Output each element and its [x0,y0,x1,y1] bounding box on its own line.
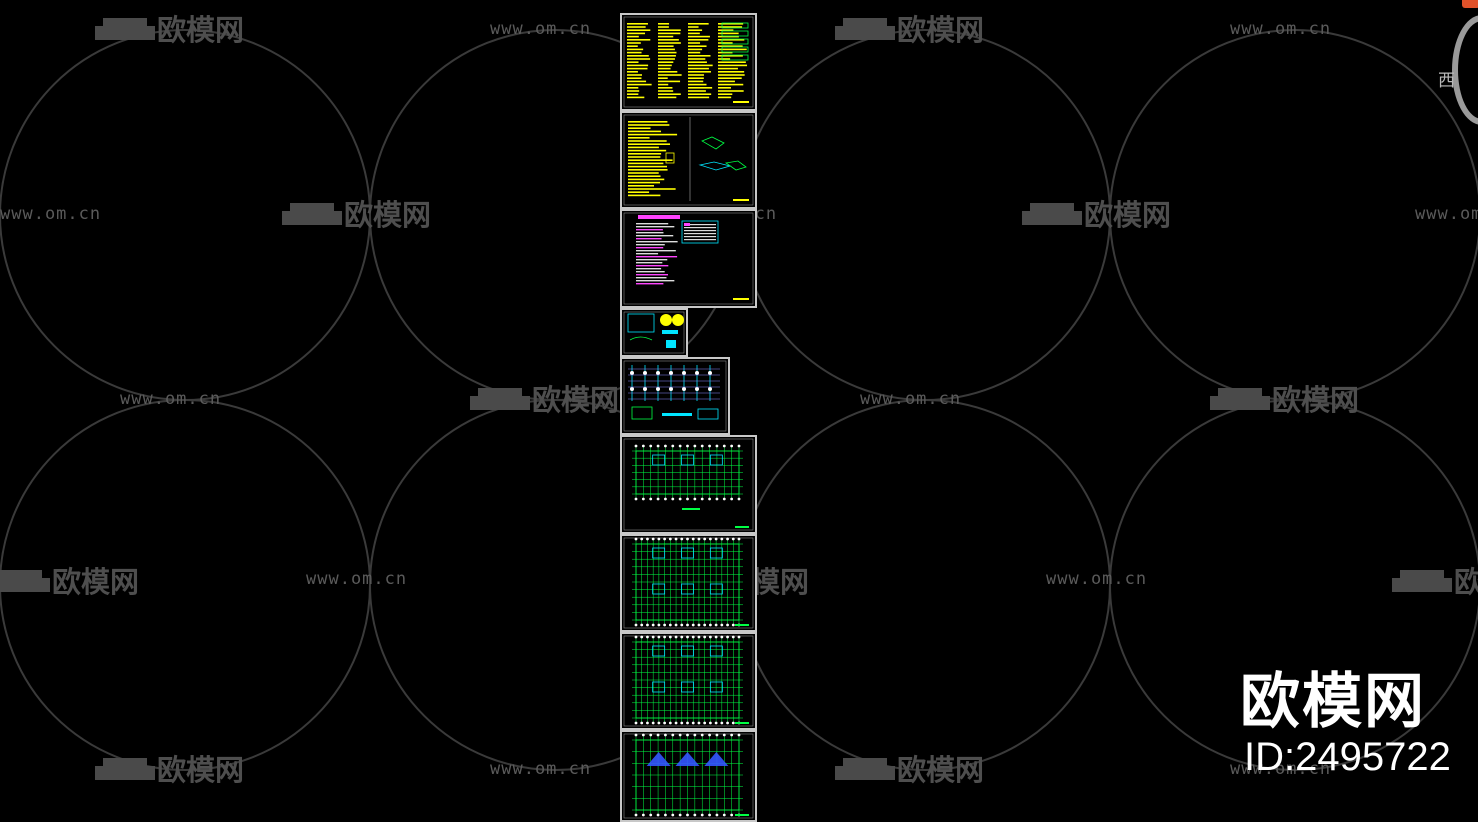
sofa-logo-icon [95,758,155,780]
watermark-brand: 欧模网 [95,753,244,787]
watermark-brand: 欧模网 [282,198,431,232]
watermark-url: www.om.cn [306,569,407,589]
column-detail-sheet [620,357,730,435]
design-notes-sheet [620,13,757,111]
sofa-logo-icon [1392,570,1452,592]
watermark-url: www.om.cn [1230,19,1331,39]
watermark-url: www.om.cn [490,19,591,39]
watermark-brand: 欧模网 [835,753,984,787]
sheet-drawing [623,212,754,305]
brand-watermark-id: ID:2495722 [1244,735,1451,779]
sheet-drawing [623,360,727,432]
brand-watermark-name: 欧模网 [1240,667,1426,737]
watermark-brand: 欧模网 [95,13,244,47]
watermark-brand-text: 欧模网 [532,383,619,417]
sheet-drawing [623,537,754,629]
watermark-brand-text: 欧模网 [897,753,984,787]
watermark-brand-text: 欧模网 [1454,565,1478,599]
compass-label: 西 [1438,71,1455,91]
sheet-drawing [623,311,685,354]
foundation-plan-sheet [620,435,757,534]
watermark-url: www.om.cn [120,389,221,409]
watermark-brand: 欧模网 [470,383,619,417]
watermark-brand-text: 欧模网 [157,13,244,47]
sheet-drawing [623,733,754,819]
roof-plan-sheet [620,730,757,822]
sheet-drawing [623,635,754,727]
watermark-url: www.om.cn [0,204,101,224]
sheet-drawing [623,16,754,108]
sofa-logo-icon [835,18,895,40]
watermark-brand-text: 欧模网 [1272,383,1359,417]
watermark-brand-text: 欧模网 [897,13,984,47]
watermark-url: www.om.cn [1230,759,1331,779]
watermark-brand: 欧模网 [835,13,984,47]
watermark-url: www.om.cn [490,759,591,779]
watermark-brand-text: 欧模网 [1084,198,1171,232]
watermark-brand: 欧模网 [0,565,139,599]
watermark-brand-text: 欧模网 [52,565,139,599]
watermark-brand-text: 欧模网 [157,753,244,787]
sofa-logo-icon [95,18,155,40]
sofa-logo-icon [282,203,342,225]
notes-and-details-sheet [620,111,757,209]
sofa-logo-icon [0,570,50,592]
watermark-url: www.om.cn [860,389,961,409]
watermark-brand: 欧模网 [1022,198,1171,232]
watermark-url: www.om.cn [1046,569,1147,589]
schedule-sheet [620,209,757,308]
watermark-brand-text: 欧模网 [344,198,431,232]
sheet-drawing [623,438,754,531]
watermark-url: www.om.cn [1415,204,1478,224]
watermark-brand: 欧模网 [1392,565,1478,599]
sofa-logo-icon [835,758,895,780]
detail-sheet-small [620,308,688,357]
notification-badge [1462,0,1478,8]
watermark-brand: 欧模网 [1210,383,1359,417]
sofa-logo-icon [470,388,530,410]
sofa-logo-icon [1210,388,1270,410]
sofa-logo-icon [1022,203,1082,225]
floor-plan-sheet-1 [620,534,757,632]
floor-plan-sheet-2 [620,632,757,730]
sheet-drawing [623,114,754,206]
